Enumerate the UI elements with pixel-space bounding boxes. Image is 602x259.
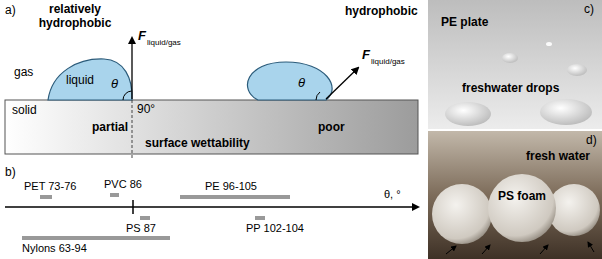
polymer-range: PE 96-105 (205, 180, 257, 193)
pointer-arrow (588, 242, 594, 252)
wettability-level: poor (318, 121, 345, 135)
wettability-heading: relatively hydrophobic (30, 3, 120, 31)
polymer-range: PVC 86 (104, 178, 142, 191)
liquid-drop (48, 59, 132, 100)
phase-label: solid (12, 104, 37, 118)
angle-axis (5, 206, 418, 207)
angle-arc (316, 92, 320, 100)
angle-arc (123, 91, 132, 100)
water-drop (567, 64, 587, 76)
photo-label: PS foam (498, 190, 546, 204)
foam-sphere (432, 184, 492, 244)
water-drop (445, 102, 491, 126)
pointer-arrow (540, 245, 548, 254)
solid-plate (5, 100, 418, 154)
range-bar (255, 216, 265, 220)
polymer-range: Nylons 63-94 (22, 242, 87, 255)
range-bar (22, 236, 170, 240)
water-drop (502, 53, 518, 63)
wettability-level: partial (92, 121, 128, 135)
axis-caption: surface wettability (145, 137, 250, 151)
photo-label: fresh water (526, 150, 590, 164)
pointer-arrow (446, 246, 456, 254)
force-arrow (131, 38, 132, 99)
force-symbol: F (362, 48, 370, 63)
range-bar (40, 195, 52, 199)
photo-label: PE plate (441, 16, 488, 30)
polymer-range: PS 87 (126, 222, 156, 235)
range-bar (110, 193, 119, 197)
panel-letter: b) (5, 166, 16, 180)
phase-label: liquid (66, 74, 94, 88)
water-drop (546, 42, 552, 46)
axis-label: θ, ° (384, 188, 401, 201)
polymer-range: PET 73-76 (24, 180, 76, 193)
photo-label: freshwater drops (462, 82, 559, 96)
panel-letter: c) (584, 3, 594, 17)
force-arrow (326, 68, 358, 99)
wettability-heading: hydrophobic (345, 5, 418, 19)
foam-sphere (488, 174, 556, 242)
pointer-arrow (482, 245, 490, 254)
photo-background (428, 131, 602, 259)
force-subscript: liquid/gas (147, 38, 181, 47)
force-symbol: F (138, 29, 146, 44)
angle-value: 90° (137, 103, 155, 117)
angle-symbol: θ (111, 77, 118, 92)
range-bar (180, 195, 290, 199)
liquid-drop (247, 62, 332, 100)
force-subscript: liquid/gas (371, 57, 405, 66)
panel-letter: a) (5, 4, 16, 18)
range-bar (140, 216, 150, 220)
photo-background (428, 0, 602, 129)
angle-symbol: θ (298, 76, 305, 91)
axis-tick (132, 200, 134, 214)
panel-letter: d) (586, 134, 597, 148)
polymer-range: PP 102-104 (246, 222, 304, 235)
divider-line (132, 100, 133, 160)
water-drop (540, 99, 592, 125)
phase-label: gas (14, 66, 33, 80)
